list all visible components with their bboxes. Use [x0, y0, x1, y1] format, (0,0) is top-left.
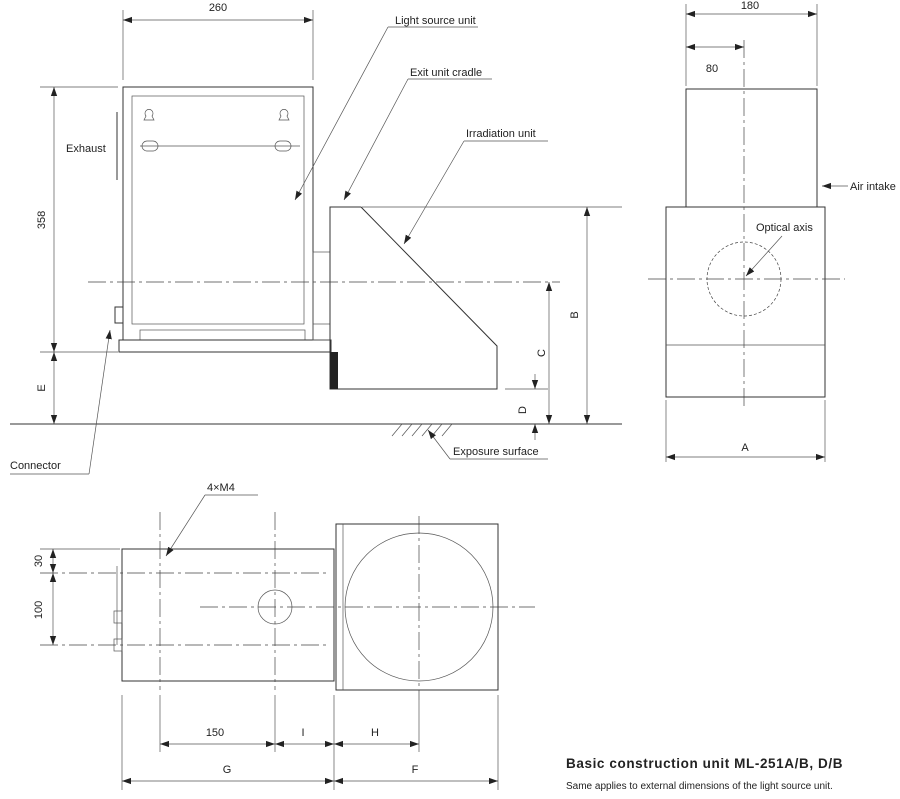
dim-d: D — [517, 406, 529, 414]
dim-c: C — [536, 349, 548, 357]
exposure-surface-hatch — [391, 423, 453, 437]
label-exposure-surface: Exposure surface — [453, 446, 539, 458]
front-view: 260 358 E B C D Light source unit Exit u… — [10, 2, 622, 475]
label-mounting-holes: 4×M4 — [207, 482, 235, 494]
dim-f: F — [412, 764, 419, 776]
irradiation-unit-body — [329, 206, 498, 390]
label-exhaust: Exhaust — [66, 143, 106, 155]
dim-b: B — [569, 311, 581, 318]
label-connector: Connector — [10, 460, 61, 472]
light-source-unit-body — [118, 86, 332, 353]
dim-side-offset: 80 — [706, 63, 718, 75]
dim-front-height: 358 — [36, 211, 48, 229]
dim-plan-top-margin: 30 — [33, 555, 45, 567]
dim-plan-hole-spacing: 150 — [206, 727, 224, 739]
plan-view: 30 100 150 I H G F 4×M4 — [33, 482, 535, 790]
dim-front-width: 260 — [209, 2, 227, 14]
label-optical-axis: Optical axis — [756, 222, 813, 234]
side-lower-box — [665, 206, 826, 398]
dim-i: I — [301, 727, 304, 739]
dim-h: H — [371, 727, 379, 739]
irradiation-unit-window — [330, 352, 338, 389]
exit-unit-cradle — [312, 251, 331, 341]
side-upper-box — [685, 88, 818, 208]
dim-e: E — [36, 384, 48, 391]
dim-g: G — [223, 764, 232, 776]
label-air-intake: Air intake — [850, 181, 896, 193]
side-view: 180 80 A Air intake Optical axis — [648, 0, 896, 462]
plan-light-source-outline — [121, 548, 335, 682]
label-irradiation-unit: Irradiation unit — [466, 128, 536, 140]
drawing-title: Basic construction unit ML-251A/B, D/B — [566, 756, 844, 771]
connector-port — [114, 306, 124, 324]
dim-plan-hole-pitch: 100 — [33, 601, 45, 619]
drawing-subtitle: Same applies to external dimensions of t… — [566, 781, 833, 792]
label-light-source-unit: Light source unit — [395, 15, 476, 27]
dim-side-width: 180 — [741, 0, 759, 12]
label-exit-unit-cradle: Exit unit cradle — [410, 67, 482, 79]
dim-a: A — [741, 442, 749, 454]
